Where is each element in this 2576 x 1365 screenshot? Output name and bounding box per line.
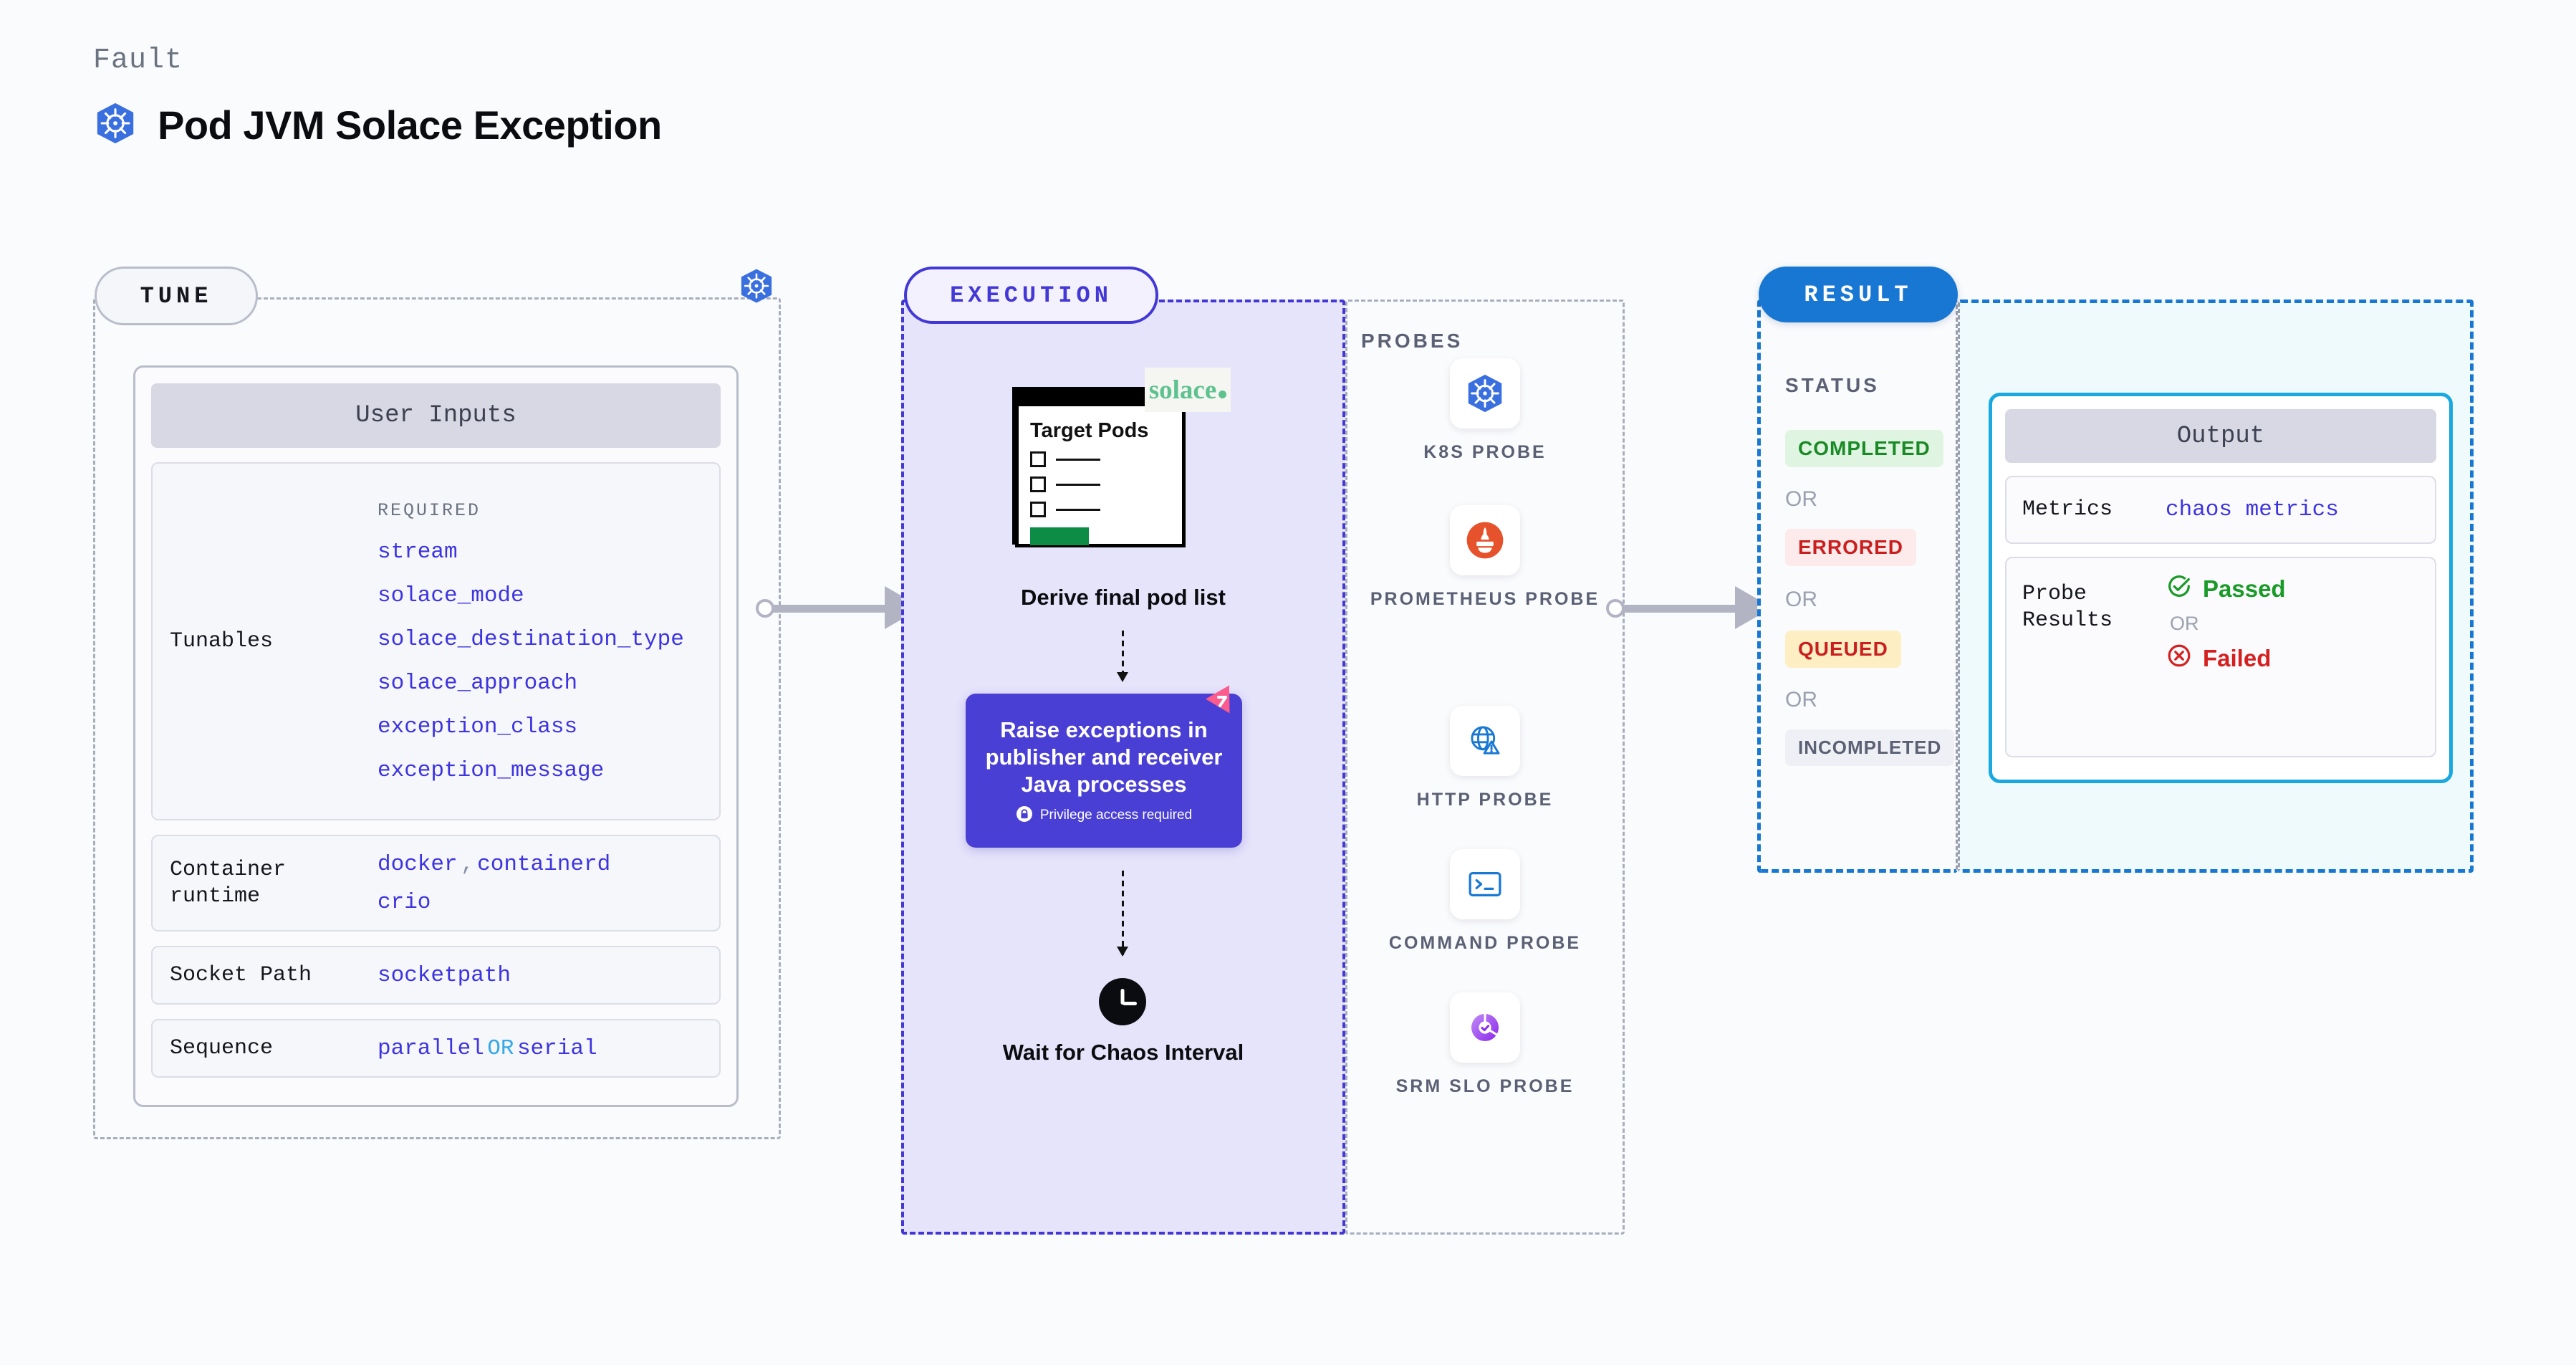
status-badge-incompleted: INCOMPLETED xyxy=(1785,729,1955,766)
sequence-parallel[interactable]: parallel xyxy=(378,1035,484,1061)
globe-warning-icon xyxy=(1450,706,1520,776)
solace-logo: solace xyxy=(1145,368,1231,412)
x-circle-icon xyxy=(2166,642,2193,675)
container-runtime-row: Container runtime docker , containerd cr… xyxy=(151,835,721,931)
probe-k8s[interactable]: K8S PROBE xyxy=(1345,358,1625,464)
privilege-note: Privilege access required xyxy=(1039,808,1193,823)
probe-label: PROMETHEUS PROBE xyxy=(1370,589,1600,609)
page-header: Fault Pod JVM Solace Exception xyxy=(93,44,662,149)
status-badge-queued: QUEUED xyxy=(1785,631,1901,668)
check-circle-icon xyxy=(2166,573,2193,605)
user-inputs-card: User Inputs Tunables REQUIRED stream sol… xyxy=(133,365,739,1107)
probe-label: COMMAND PROBE xyxy=(1388,933,1582,953)
srm-slo-icon xyxy=(1450,992,1520,1063)
metrics-value[interactable]: chaos metrics xyxy=(2166,497,2339,522)
runtime-containerd[interactable]: containerd xyxy=(477,851,611,877)
probe-srm-slo[interactable]: SRM SLO PROBE xyxy=(1345,992,1625,1098)
probe-label: SRM SLO PROBE xyxy=(1395,1076,1575,1096)
probe-command[interactable]: COMMAND PROBE xyxy=(1345,849,1625,954)
kubernetes-icon xyxy=(738,267,775,308)
solace-dot-icon xyxy=(1219,390,1227,398)
terminal-icon xyxy=(1450,849,1520,919)
probe-label: HTTP PROBE xyxy=(1416,790,1554,810)
tune-panel xyxy=(93,297,781,1139)
execution-pill: EXECUTION xyxy=(904,267,1158,324)
wait-chaos-caption: Wait for Chaos Interval xyxy=(1002,1040,1244,1065)
probe-result-failed: Failed xyxy=(2166,642,2286,675)
passed-label: Passed xyxy=(2203,575,2286,602)
status-or-3: OR xyxy=(1785,688,1817,712)
runtime-crio[interactable]: crio xyxy=(378,889,431,915)
tunable-exception-class[interactable]: exception_class xyxy=(378,714,578,739)
target-pods-title: Target Pods xyxy=(1030,419,1149,442)
derive-pod-list-caption: Derive final pod list xyxy=(1021,585,1226,610)
probe-results-row: Probe Results Passed OR xyxy=(2005,557,2436,757)
fault-kicker: Fault xyxy=(93,44,183,77)
output-title: Output xyxy=(2005,409,2436,463)
flow-arrow-down xyxy=(1117,631,1128,682)
pod-status-bar xyxy=(1030,527,1089,546)
container-runtime-label: Container runtime xyxy=(170,857,287,909)
probe-http[interactable]: HTTP PROBE xyxy=(1345,706,1625,811)
status-or-1: OR xyxy=(1785,487,1817,511)
output-card: Output Metrics chaos metrics Probe Resul… xyxy=(1989,393,2453,783)
target-pods-card: Target Pods xyxy=(1012,387,1186,547)
action-card: Raise exceptions in publisher and receiv… xyxy=(966,694,1242,848)
runtime-separator: , xyxy=(461,851,474,877)
runtime-docker[interactable]: docker xyxy=(378,851,458,877)
metrics-row: Metrics chaos metrics xyxy=(2005,476,2436,544)
lock-icon xyxy=(1016,805,1033,826)
page-title: Pod JVM Solace Exception xyxy=(158,102,662,148)
sequence-or: OR xyxy=(487,1035,514,1061)
solace-wordmark: solace xyxy=(1148,375,1217,405)
required-tag: REQUIRED xyxy=(378,499,481,521)
status-badge-completed: COMPLETED xyxy=(1785,430,1943,467)
tune-pill: TUNE xyxy=(95,267,258,325)
tunables-row: Tunables REQUIRED stream solace_mode sol… xyxy=(151,462,721,820)
action-text: Raise exceptions in publisher and receiv… xyxy=(985,717,1223,797)
result-pill: RESULT xyxy=(1759,267,1958,322)
probes-label: PROBES xyxy=(1361,330,1464,352)
metrics-label: Metrics xyxy=(2022,497,2113,522)
connector-execution-to-result xyxy=(1606,586,1782,629)
pod-list-item xyxy=(1030,476,1171,493)
pod-list-item xyxy=(1030,451,1171,468)
result-panel xyxy=(1757,300,1958,873)
sequence-serial[interactable]: serial xyxy=(516,1035,597,1061)
litmus-icon xyxy=(1206,684,1240,722)
kubernetes-icon xyxy=(93,101,138,149)
checkbox-icon xyxy=(1030,476,1046,493)
tunables-label: Tunables xyxy=(170,628,274,653)
user-inputs-title: User Inputs xyxy=(151,383,721,448)
flow-arrow-down xyxy=(1117,871,1128,957)
probe-result-or: OR xyxy=(2170,613,2199,634)
status-badge-errored: ERRORED xyxy=(1785,529,1917,566)
checkbox-icon xyxy=(1030,502,1046,518)
socket-path-row: Socket Path socketpath xyxy=(151,946,721,1005)
sequence-label: Sequence xyxy=(170,1035,274,1060)
kubernetes-icon xyxy=(1450,358,1520,428)
probe-prometheus[interactable]: PROMETHEUS PROBE xyxy=(1345,505,1625,610)
checkbox-icon xyxy=(1030,451,1046,468)
tunable-solace-destination-type[interactable]: solace_destination_type xyxy=(378,626,684,652)
failed-label: Failed xyxy=(2203,645,2272,671)
tunable-solace-approach[interactable]: solace_approach xyxy=(378,670,578,696)
socket-path-value[interactable]: socketpath xyxy=(378,962,511,988)
status-or-2: OR xyxy=(1785,588,1817,611)
pod-list-item xyxy=(1030,502,1171,518)
probe-label: K8S PROBE xyxy=(1423,442,1547,462)
sequence-row: Sequence parallel OR serial xyxy=(151,1019,721,1078)
prometheus-icon xyxy=(1450,505,1520,575)
socket-path-label: Socket Path xyxy=(170,962,312,987)
tunable-solace-mode[interactable]: solace_mode xyxy=(378,583,524,608)
tunable-exception-message[interactable]: exception_message xyxy=(378,757,605,783)
probe-results-label: Probe Results xyxy=(2022,582,2113,633)
clock-icon xyxy=(1099,978,1146,1025)
tunable-stream[interactable]: stream xyxy=(378,539,458,565)
status-label: STATUS xyxy=(1785,374,1880,396)
probe-result-passed: Passed xyxy=(2166,573,2286,605)
